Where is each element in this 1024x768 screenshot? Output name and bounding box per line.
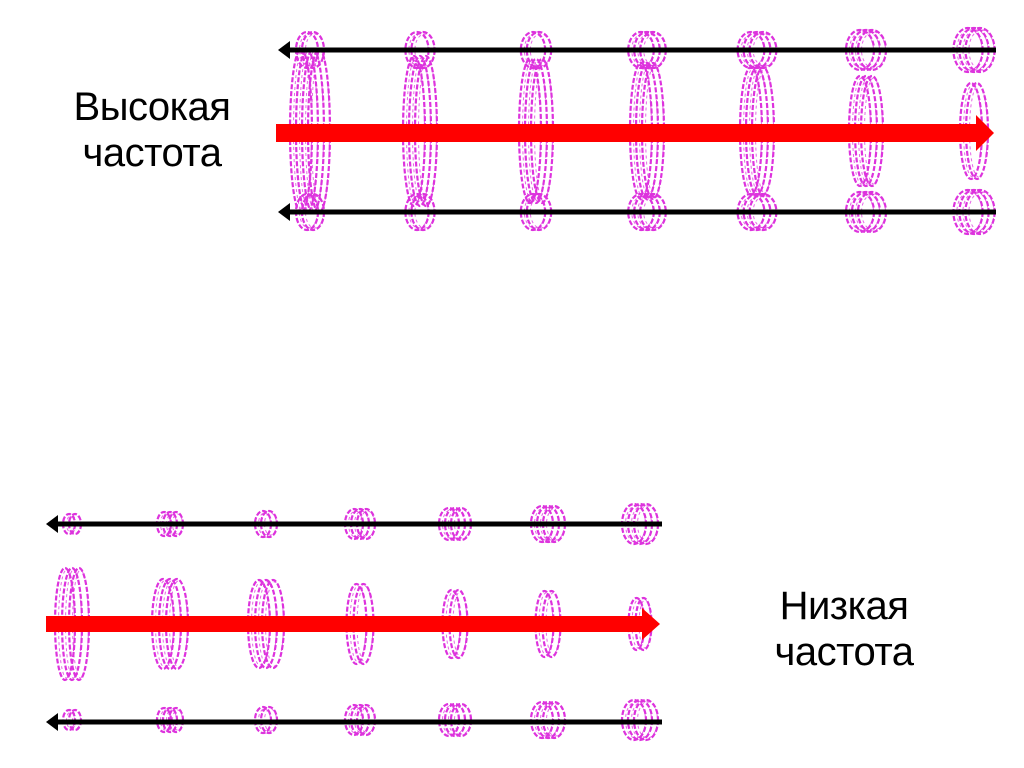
red-shaft bbox=[46, 616, 642, 632]
top-black-arrow bbox=[46, 515, 662, 533]
center-red-arrow bbox=[276, 115, 994, 151]
low-frequency-panel bbox=[46, 502, 662, 742]
center-red-arrow bbox=[46, 608, 660, 640]
red-arrowhead bbox=[642, 608, 660, 640]
black-arrowhead bbox=[278, 41, 290, 59]
high-frequency-label-line2: частота bbox=[82, 131, 222, 175]
high-frequency-label: Высокая частота bbox=[52, 84, 252, 176]
red-arrowhead bbox=[976, 115, 994, 151]
low-frequency-label-line2: частота bbox=[774, 630, 914, 674]
bottom-black-arrow bbox=[278, 203, 996, 221]
black-arrowhead bbox=[46, 713, 58, 731]
black-arrowhead bbox=[46, 515, 58, 533]
top-black-arrow bbox=[278, 41, 996, 59]
high-frequency-panel bbox=[276, 26, 996, 236]
bottom-black-arrow bbox=[46, 713, 662, 731]
high-frequency-label-line1: Высокая bbox=[73, 85, 231, 129]
black-arrowhead bbox=[278, 203, 290, 221]
low-frequency-label-line1: Низкая bbox=[779, 584, 909, 628]
low-frequency-label: Низкая частота bbox=[744, 583, 944, 675]
red-shaft bbox=[276, 124, 976, 142]
